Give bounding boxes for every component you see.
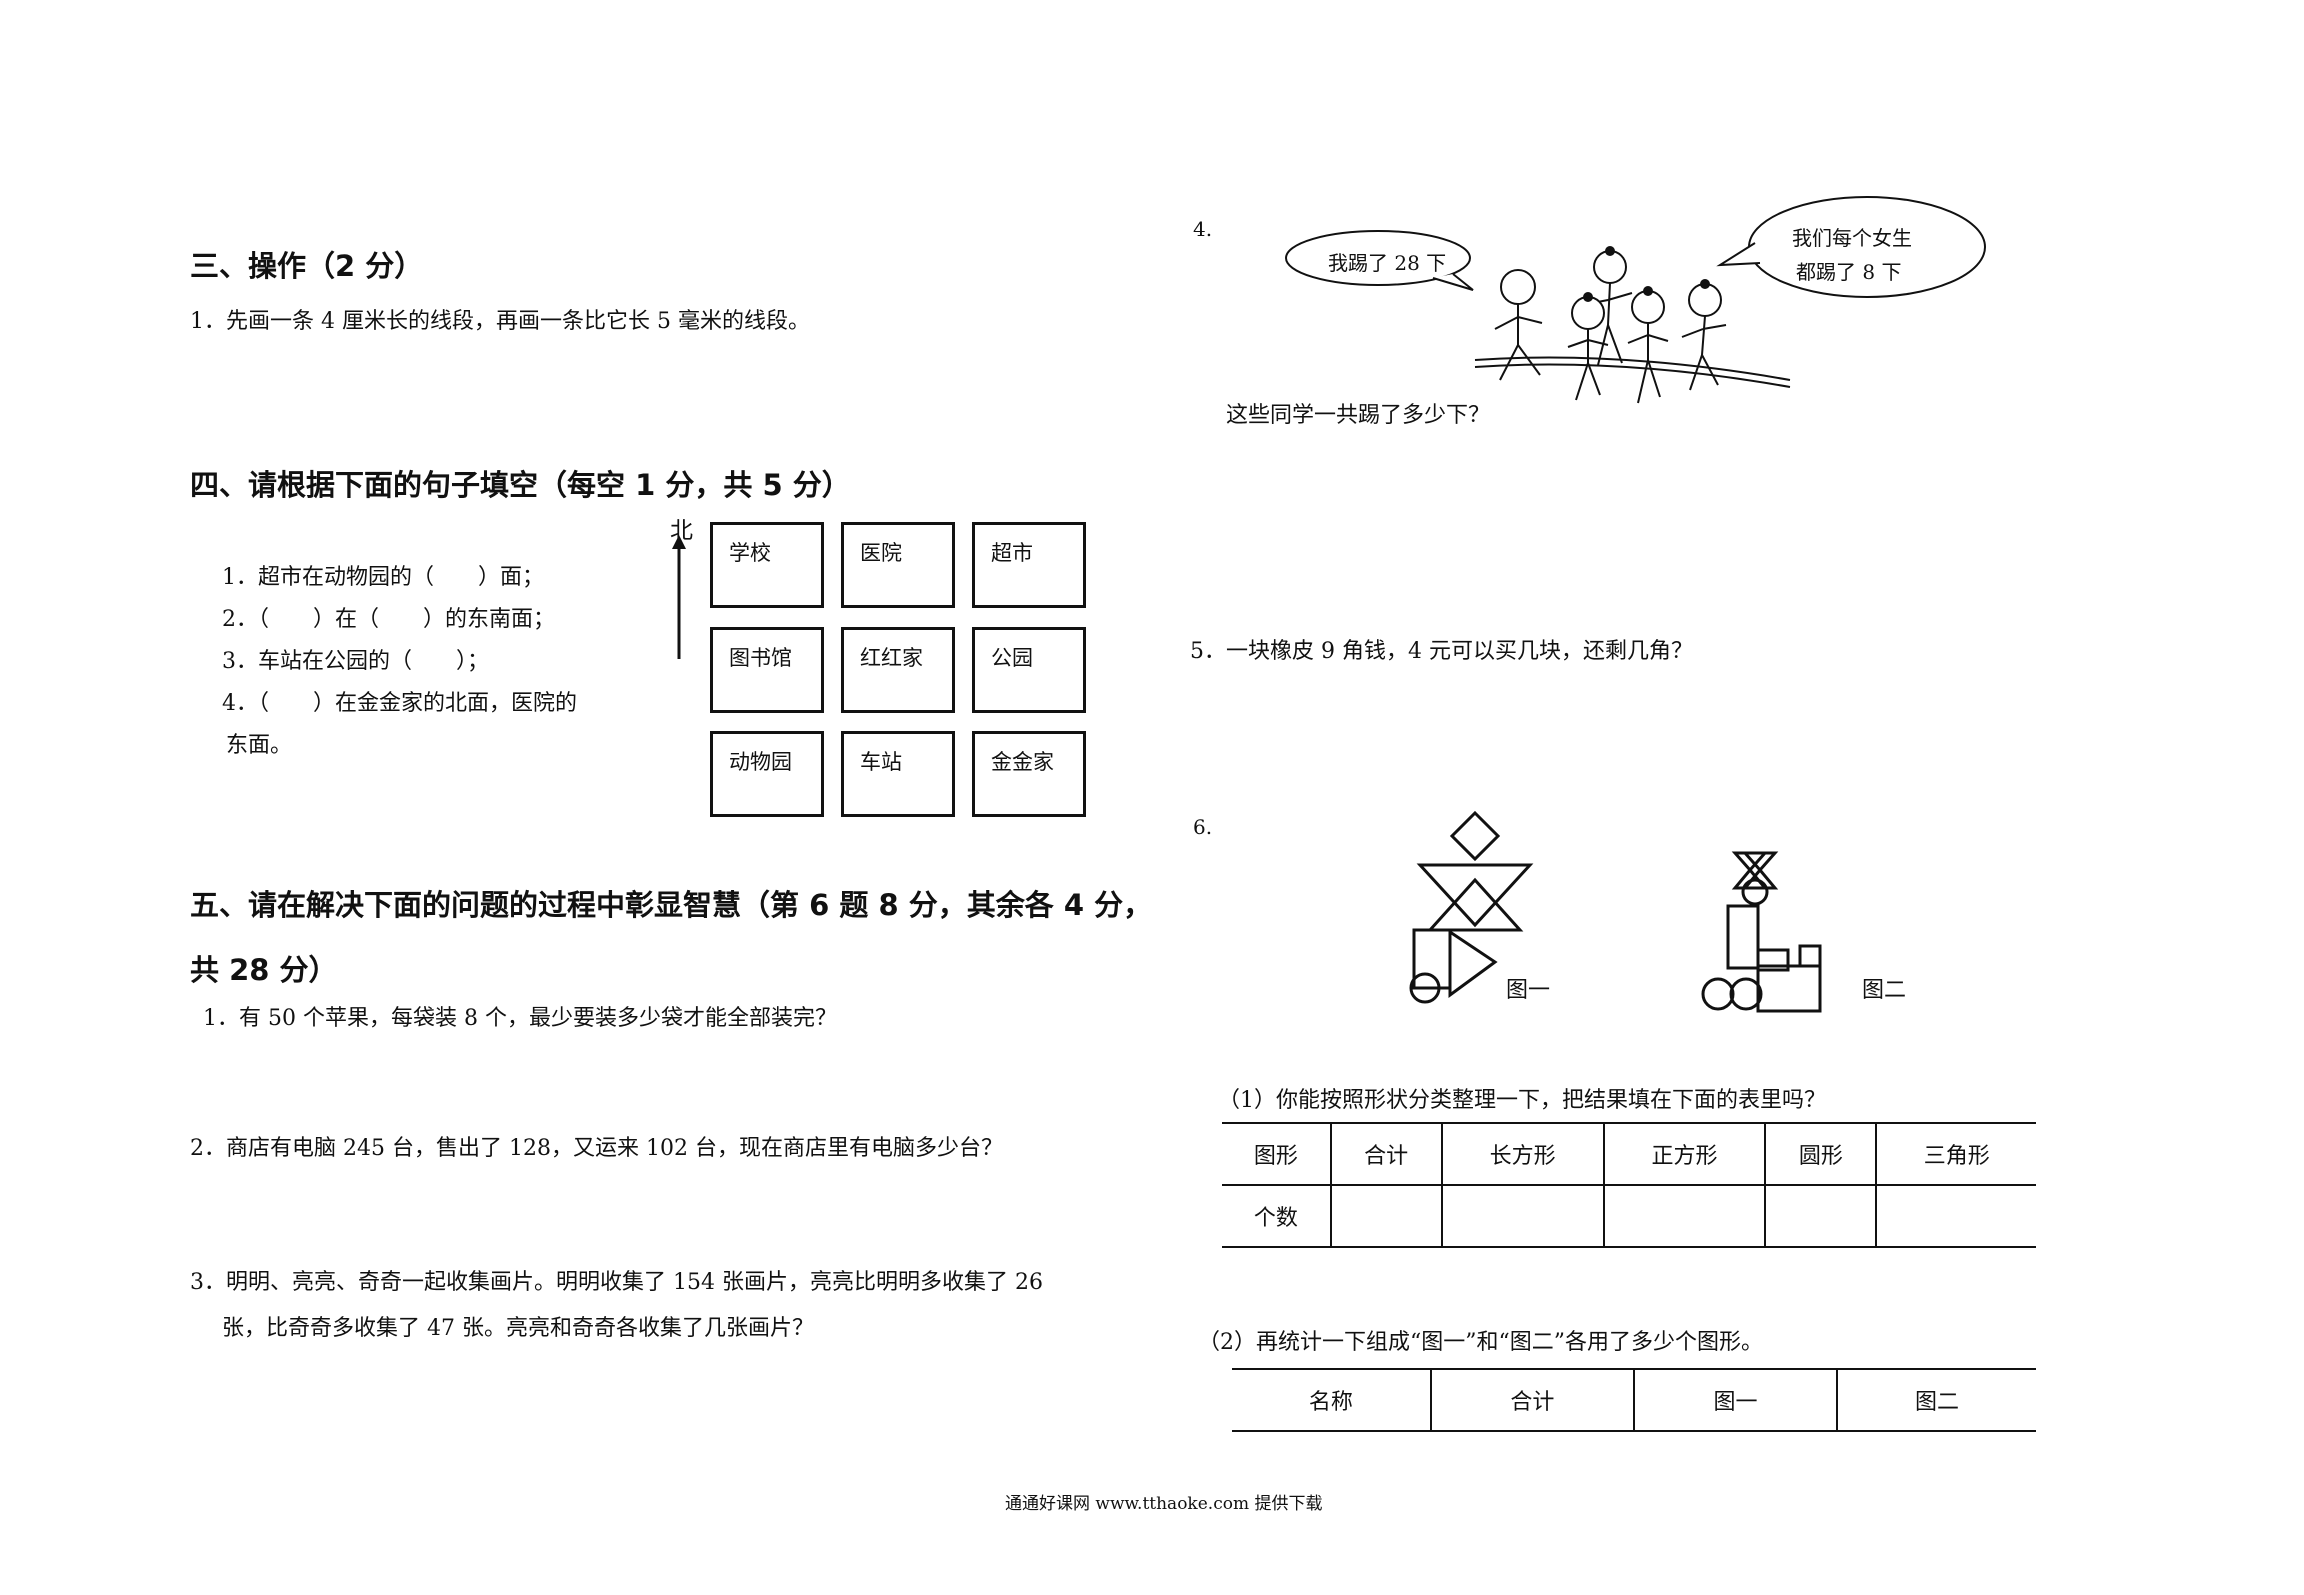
map-cell-library: 图书馆 xyxy=(710,627,824,713)
fill-line-1: 1．超市在动物园的（ ）面； xyxy=(222,565,544,590)
speech-bubble-left xyxy=(1285,230,1474,291)
table1-cell-total[interactable] xyxy=(1329,1184,1443,1248)
table1-header-circle: 圆形 xyxy=(1764,1122,1878,1186)
fill-line-4: 4．（ ）在金金家的北面，医院的 xyxy=(222,691,577,716)
question-6-sub-2: （2）再统计一下组成“图一”和“图二”各用了多少个图形。 xyxy=(1198,1330,1763,1355)
fill-line-3: 3．车站在公园的（ ）； xyxy=(222,649,489,674)
table1-cell-triangle[interactable] xyxy=(1875,1184,2036,1248)
map-cell-hospital: 医院 xyxy=(841,522,955,608)
kids-jumping-illustration xyxy=(1474,246,1791,404)
table1-header-total: 合计 xyxy=(1329,1122,1443,1186)
table1-cell-rectangle[interactable] xyxy=(1440,1184,1605,1248)
map-cell-supermarket: 超市 xyxy=(972,522,1086,608)
section-5-question-2: 2．商店有电脑 245 台，售出了 128，又运来 102 台，现在商店里有电脑… xyxy=(190,1136,1003,1161)
map-cell-jinjin-home: 金金家 xyxy=(972,731,1086,817)
section-5-question-3-line-2: 张，比奇奇多收集了 47 张。亮亮和奇奇各收集了几张画片？ xyxy=(222,1316,814,1341)
section-3-question-1: 1．先画一条 4 厘米长的线段，再画一条比它长 5 毫米的线段。 xyxy=(190,309,810,334)
figure-2-shapes xyxy=(1701,851,1822,1013)
question-6-number: 6. xyxy=(1193,815,1213,839)
north-arrow-icon xyxy=(672,535,686,659)
table1-header-square: 正方形 xyxy=(1602,1122,1767,1186)
table1-cell-circle[interactable] xyxy=(1764,1184,1878,1248)
table1-header-rectangle: 长方形 xyxy=(1440,1122,1605,1186)
question-4-text: 这些同学一共踢了多少下？ xyxy=(1226,403,1491,428)
speech-bubble-right-text-2: 都踢了 8 下 xyxy=(1796,260,1902,284)
question-5-text: 5．一块橡皮 9 角钱，4 元可以买几块，还剩几角？ xyxy=(1190,639,1693,664)
shape-count-table: 图形 合计 长方形 正方形 圆形 三角形 个数 xyxy=(1222,1122,2036,1248)
map-cell-school: 学校 xyxy=(710,522,824,608)
figure-1-shapes xyxy=(1409,810,1534,1004)
table1-header-triangle: 三角形 xyxy=(1875,1122,2036,1186)
question-6-sub-1: （1）你能按照形状分类整理一下，把结果填在下面的表里吗？ xyxy=(1218,1088,1826,1113)
section-4-title: 四、请根据下面的句子填空（每空 1 分，共 5 分） xyxy=(190,468,851,502)
section-5-title-line-2: 共 28 分） xyxy=(190,953,338,987)
table1-header-shape: 图形 xyxy=(1222,1122,1332,1186)
table2-header-name: 名称 xyxy=(1232,1368,1432,1432)
section-3-title: 三、操作（2 分） xyxy=(190,249,424,283)
speech-bubble-right xyxy=(1716,196,1986,298)
section-5-title-line-1: 五、请在解决下面的问题的过程中彰显智慧（第 6 题 8 分，其余各 4 分， xyxy=(190,888,1153,922)
map-cell-zoo: 动物园 xyxy=(710,731,824,817)
table2-header-figure-1: 图一 xyxy=(1632,1368,1839,1432)
map-cell-park: 公园 xyxy=(972,627,1086,713)
north-label: 北 xyxy=(670,518,693,544)
fill-line-2: 2．（ ）在（ ）的东南面； xyxy=(222,607,555,632)
speech-bubble-right-text-1: 我们每个女生 xyxy=(1792,226,1912,250)
table2-header-total: 合计 xyxy=(1429,1368,1635,1432)
fill-line-5: 东面。 xyxy=(226,733,293,758)
figure-2-label: 图二 xyxy=(1862,978,1907,1003)
table2-header-figure-2: 图二 xyxy=(1836,1368,2036,1432)
map-cell-station: 车站 xyxy=(841,731,955,817)
speech-bubble-left-text: 我踢了 28 下 xyxy=(1328,251,1447,275)
table1-row-label-count: 个数 xyxy=(1222,1184,1332,1248)
question-4-number: 4. xyxy=(1193,217,1213,241)
section-5-question-1: 1．有 50 个苹果，每袋装 8 个，最少要装多少袋才能全部装完？ xyxy=(203,1006,837,1031)
footer-text: 通通好课网 www.tthaoke.com 提供下载 xyxy=(1005,1494,1323,1514)
figure-1-label: 图一 xyxy=(1506,978,1551,1003)
section-5-question-3-line-1: 3．明明、亮亮、奇奇一起收集画片。明明收集了 154 张画片，亮亮比明明多收集了… xyxy=(190,1270,1043,1295)
map-cell-honghong-home: 红红家 xyxy=(841,627,955,713)
table1-cell-square[interactable] xyxy=(1602,1184,1767,1248)
figure-count-table: 名称 合计 图一 图二 xyxy=(1232,1368,2036,1432)
section-4-fill-blanks: 1．超市在动物园的（ ）面； 2．（ ）在（ ）的东南面； 3．车站在公园的（ … xyxy=(222,557,577,767)
